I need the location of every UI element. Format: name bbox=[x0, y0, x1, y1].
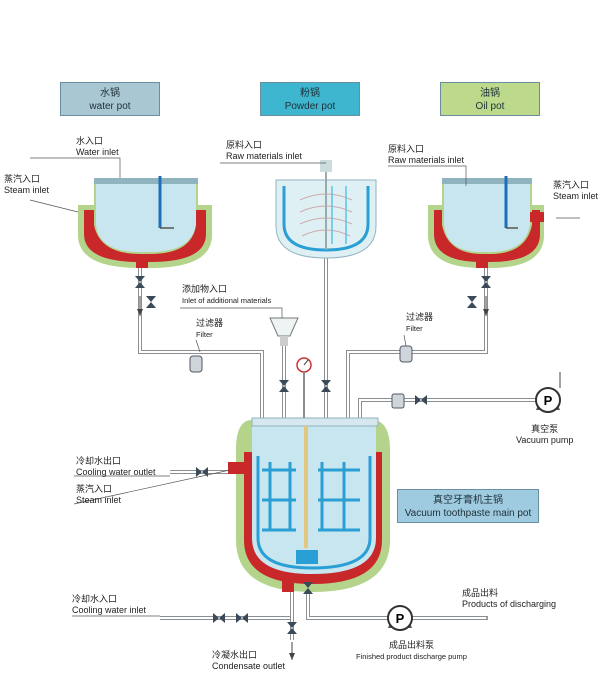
oil-pot-box: 油锅 Oil pot bbox=[440, 82, 540, 116]
powder-pot-zh: 粉锅 bbox=[300, 88, 320, 99]
oil-pot-vessel bbox=[428, 176, 544, 268]
oil-pot-en: Oil pot bbox=[475, 101, 505, 112]
arrows bbox=[137, 296, 561, 660]
discharge-pump-en: Finished product discharge pump bbox=[356, 652, 467, 661]
discharge-pump-label: 成品出料泵 Finished product discharge pump bbox=[356, 640, 467, 662]
products-discharging-zh: 成品出料 bbox=[462, 588, 499, 598]
raw-inlet-mid-en: Raw materials inlet bbox=[226, 151, 303, 161]
raw-inlet-right-en: Raw materials inlet bbox=[388, 155, 465, 165]
steam-inlet-main-zh: 蒸汽入口 bbox=[76, 484, 113, 494]
condensate-outlet-zh: 冷凝水出口 bbox=[212, 650, 258, 660]
discharge-pump-letter: P bbox=[396, 611, 405, 626]
leader-lines bbox=[29, 157, 580, 617]
steam-inlet-right-en: Steam inlet bbox=[553, 191, 599, 201]
vacuum-pump-en: Vacuum pump bbox=[516, 435, 574, 445]
cooling-outlet-en: Cooling water outlet bbox=[76, 467, 156, 477]
raw-inlet-right-label: 原料入口 Raw materials inlet bbox=[388, 144, 464, 166]
additional-inlet-zh: 添加物入口 bbox=[182, 284, 228, 294]
steam-inlet-right-zh: 蒸汽入口 bbox=[553, 180, 590, 190]
filter-left-en: Filter bbox=[196, 330, 213, 339]
water-inlet-en: Water inlet bbox=[76, 147, 119, 157]
filter-right-label: 过滤器 Filter bbox=[406, 312, 433, 334]
main-pot-zh: 真空牙膏机主锅 bbox=[433, 495, 503, 506]
filter-right-en: Filter bbox=[406, 324, 423, 333]
raw-inlet-mid-label: 原料入口 Raw materials inlet bbox=[226, 140, 302, 162]
powder-pot-en: Powder pot bbox=[284, 101, 336, 112]
cooling-inlet-zh: 冷却水入口 bbox=[72, 594, 118, 604]
steam-inlet-left-en: Steam inlet bbox=[4, 185, 50, 195]
powder-pot-box: 粉锅 Powder pot bbox=[260, 82, 360, 116]
vacuum-pump-letter: P bbox=[544, 393, 553, 408]
pressure-gauge bbox=[296, 357, 312, 418]
water-inlet-zh: 水入口 bbox=[76, 136, 104, 146]
condensate-outlet-en: Condensate outlet bbox=[212, 661, 286, 671]
products-discharging-label: 成品出料 Products of discharging bbox=[462, 588, 556, 610]
filter-left-label: 过滤器 Filter bbox=[196, 318, 223, 340]
water-pot-box: 水锅 water pot bbox=[60, 82, 160, 116]
cooling-outlet-label: 冷却水出口 Cooling water outlet bbox=[76, 456, 156, 478]
valves bbox=[135, 276, 491, 634]
discharge-pump-zh: 成品出料泵 bbox=[388, 640, 434, 650]
filter-right-zh: 过滤器 bbox=[406, 312, 434, 322]
vacuum-pump-symbol: P bbox=[535, 387, 561, 413]
additional-inlet-en: Inlet of additional materials bbox=[182, 296, 272, 305]
condensate-outlet-label: 冷凝水出口 Condensate outlet bbox=[212, 650, 285, 672]
steam-inlet-right-label: 蒸汽入口 Steam inlet bbox=[553, 180, 598, 202]
cooling-inlet-label: 冷却水入口 Cooling water inlet bbox=[72, 594, 146, 616]
main-pot-box: 真空牙膏机主锅 Vacuum toothpaste main pot bbox=[397, 489, 539, 523]
vacuum-pump-label: 真空泵 Vacuum pump bbox=[516, 424, 573, 446]
filters bbox=[189, 345, 413, 409]
vacuum-pump-zh: 真空泵 bbox=[531, 424, 559, 434]
main-pot-vessel bbox=[228, 417, 390, 592]
filter-left-zh: 过滤器 bbox=[196, 318, 224, 328]
powder-pot-vessel bbox=[275, 160, 377, 259]
oil-pot-zh: 油锅 bbox=[480, 88, 500, 99]
main-pot-en: Vacuum toothpaste main pot bbox=[404, 508, 532, 519]
cooling-outlet-zh: 冷却水出口 bbox=[76, 456, 122, 466]
products-discharging-en: Products of discharging bbox=[462, 599, 557, 609]
discharge-pump-symbol: P bbox=[387, 605, 413, 631]
steam-inlet-main-en: Steam inlet bbox=[76, 495, 122, 505]
additional-funnel bbox=[269, 317, 299, 346]
raw-inlet-mid-zh: 原料入口 bbox=[226, 140, 263, 150]
steam-inlet-left-label: 蒸汽入口 Steam inlet bbox=[4, 174, 49, 196]
water-pot-vessel bbox=[78, 176, 212, 268]
water-pot-en: water pot bbox=[89, 101, 131, 112]
steam-inlet-main-label: 蒸汽入口 Steam inlet bbox=[76, 484, 121, 506]
raw-inlet-right-zh: 原料入口 bbox=[388, 144, 425, 154]
steam-inlet-left-zh: 蒸汽入口 bbox=[4, 174, 41, 184]
additional-inlet-label: 添加物入口 Inlet of additional materials bbox=[182, 284, 271, 306]
water-pot-zh: 水锅 bbox=[100, 88, 120, 99]
water-inlet-label: 水入口 Water inlet bbox=[76, 136, 119, 158]
cooling-inlet-en: Cooling water inlet bbox=[72, 605, 147, 615]
